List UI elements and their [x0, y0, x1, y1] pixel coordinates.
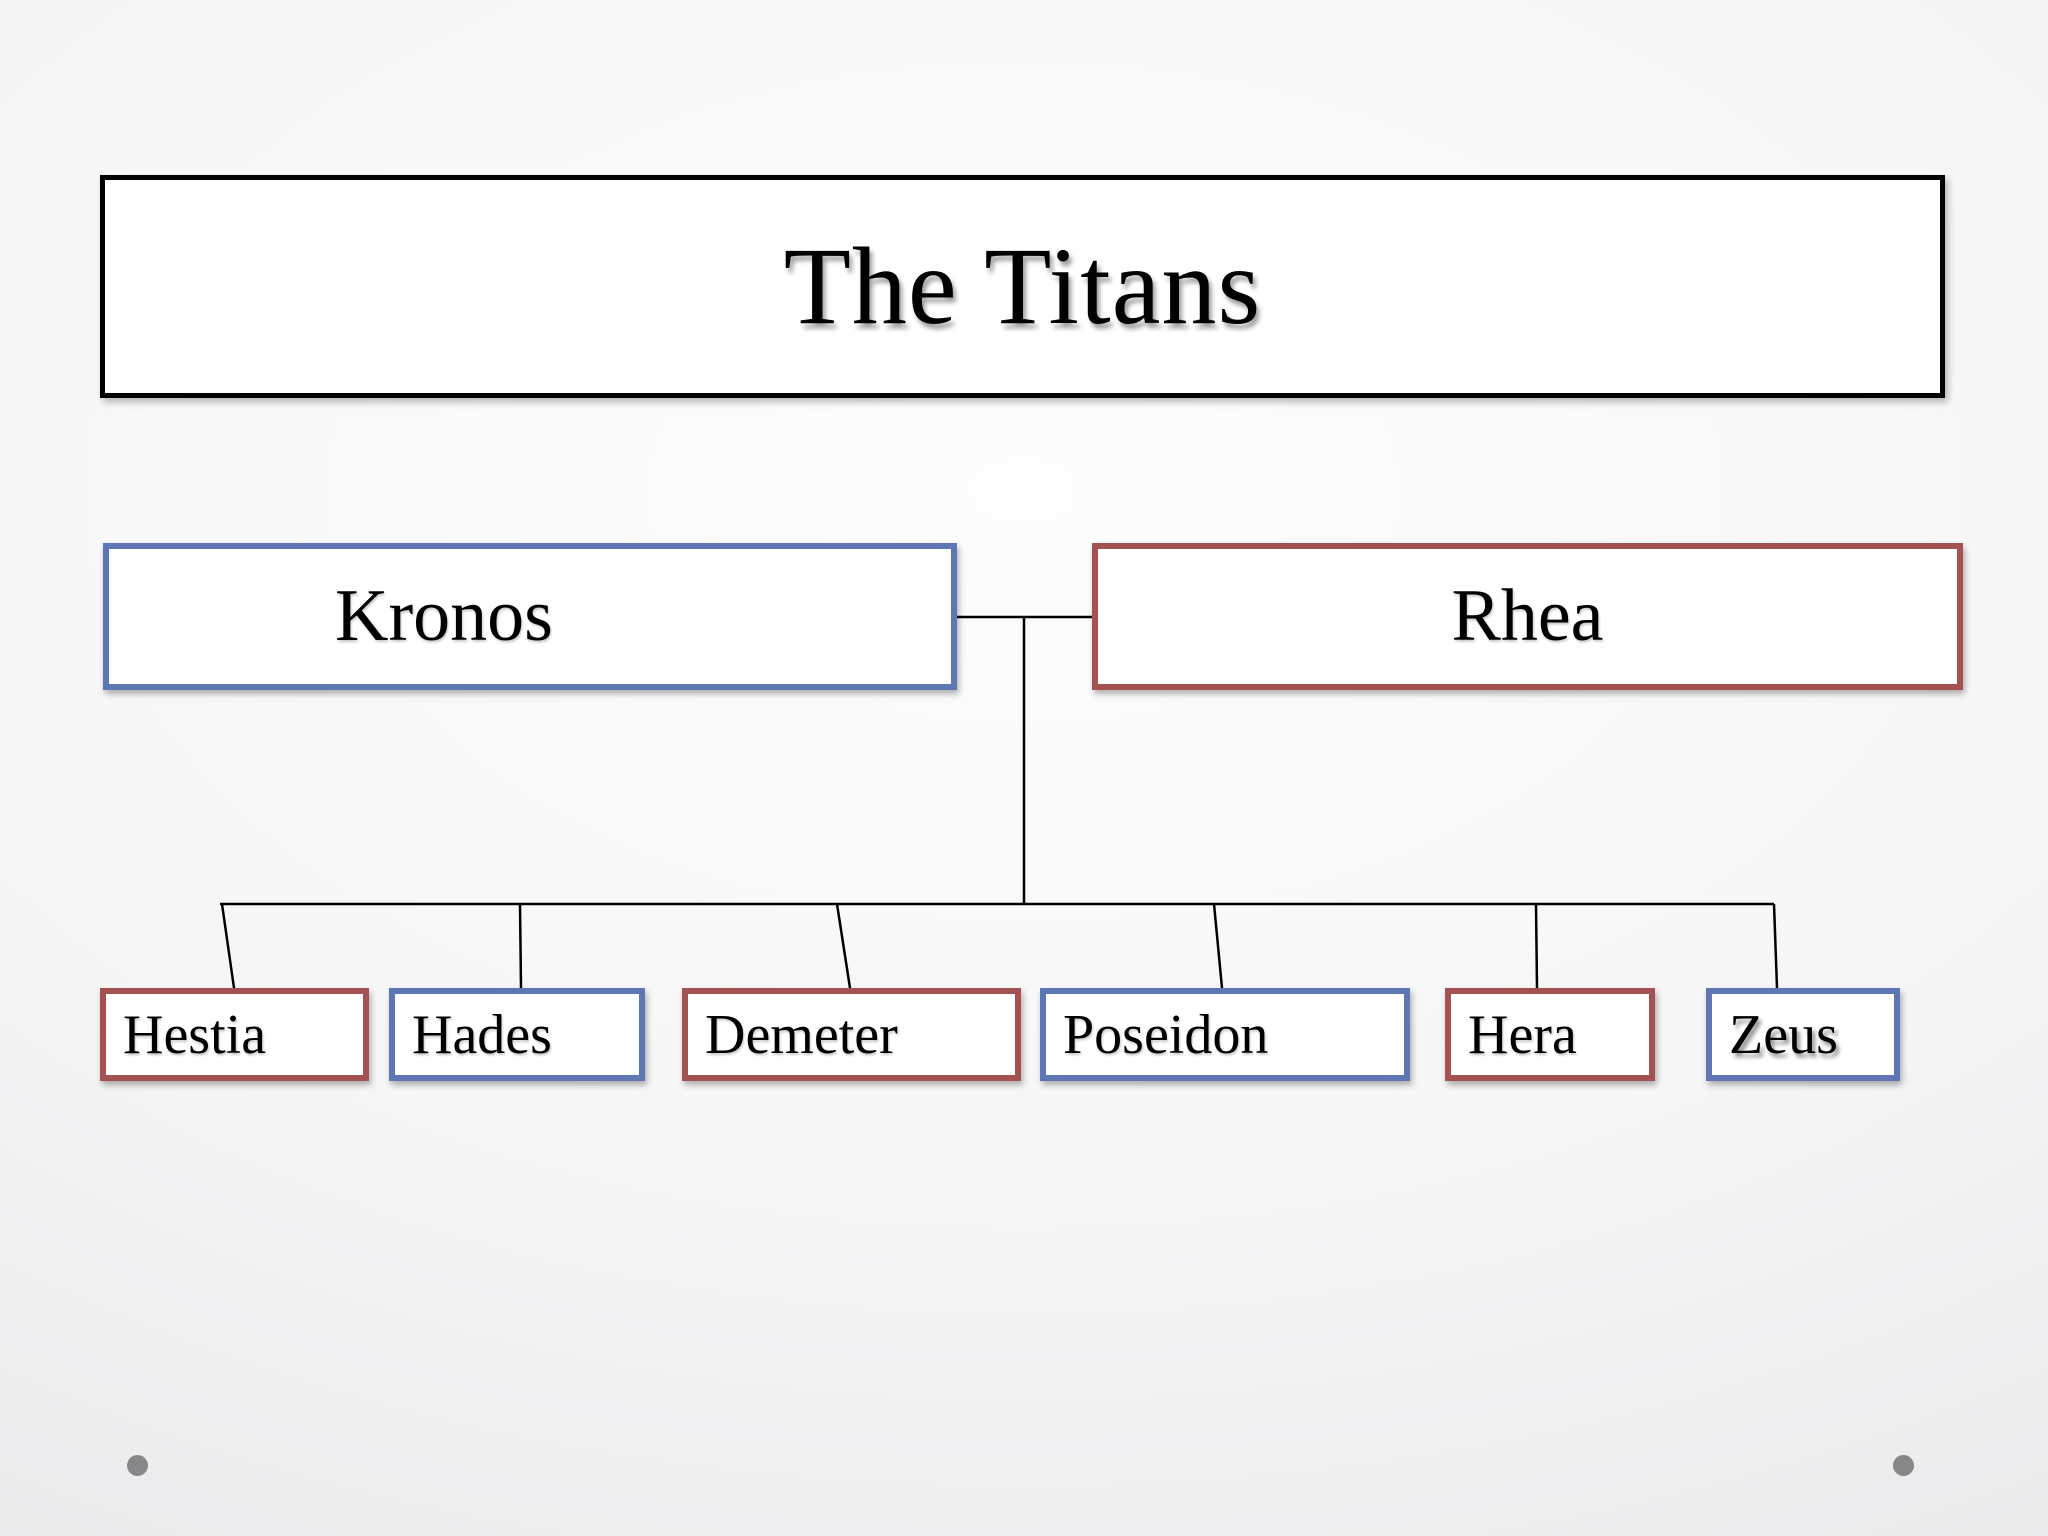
child-label-hades: Hades	[412, 1003, 552, 1066]
child-label-hera: Hera	[1468, 1003, 1577, 1066]
parent-box-rhea: Rhea	[1092, 543, 1963, 690]
parent-label-kronos: Kronos	[335, 575, 553, 657]
connector-drop-demeter	[835, 903, 852, 989]
child-box-hades: Hades	[389, 988, 645, 1081]
decorative-dot-left	[127, 1455, 148, 1476]
child-label-poseidon: Poseidon	[1063, 1003, 1269, 1066]
parent-box-kronos: Kronos	[103, 543, 957, 690]
child-box-demeter: Demeter	[682, 988, 1021, 1081]
child-box-poseidon: Poseidon	[1040, 988, 1410, 1081]
slide-title-box: The Titans	[100, 175, 1945, 398]
child-box-zeus: Zeus	[1706, 988, 1900, 1081]
parent-label-rhea: Rhea	[1451, 575, 1604, 657]
connector-drop-hades	[518, 903, 523, 989]
connector-drop-zeus	[1772, 903, 1779, 989]
connector-drop-hestia	[220, 903, 236, 989]
slide-title: The Titans	[783, 225, 1262, 347]
connector-drop-poseidon	[1212, 903, 1224, 989]
connector-drop-hera	[1534, 903, 1539, 989]
child-label-demeter: Demeter	[705, 1003, 898, 1066]
child-box-hestia: Hestia	[100, 988, 369, 1081]
child-label-hestia: Hestia	[123, 1003, 267, 1066]
child-label-zeus: Zeus	[1729, 1003, 1838, 1066]
decorative-dot-right	[1893, 1455, 1914, 1476]
child-box-hera: Hera	[1445, 988, 1655, 1081]
